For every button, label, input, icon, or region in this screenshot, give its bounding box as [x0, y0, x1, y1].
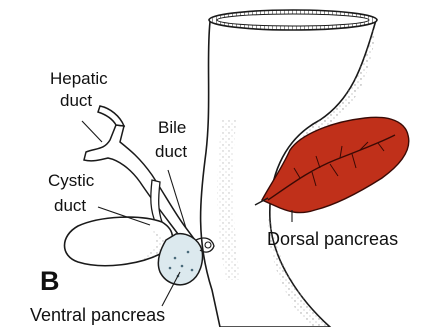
dorsal-pancreas-label: Dorsal pancreas	[267, 229, 398, 249]
bile-label-line1: Bile	[158, 118, 186, 137]
hepatic-label-line1: Hepatic	[50, 69, 108, 88]
hepatic-leader	[82, 121, 102, 142]
cystic-label-line2: duct	[54, 196, 86, 215]
ventral-pancreas-label: Ventral pancreas	[30, 305, 165, 325]
cystic-label-line1: Cystic	[48, 171, 95, 190]
duodenum-rim	[209, 10, 377, 30]
gallbladder	[65, 217, 173, 266]
panel-letter: B	[40, 266, 60, 296]
hepatic-label-line2: duct	[60, 91, 92, 110]
bile-label-line2: duct	[155, 142, 187, 161]
